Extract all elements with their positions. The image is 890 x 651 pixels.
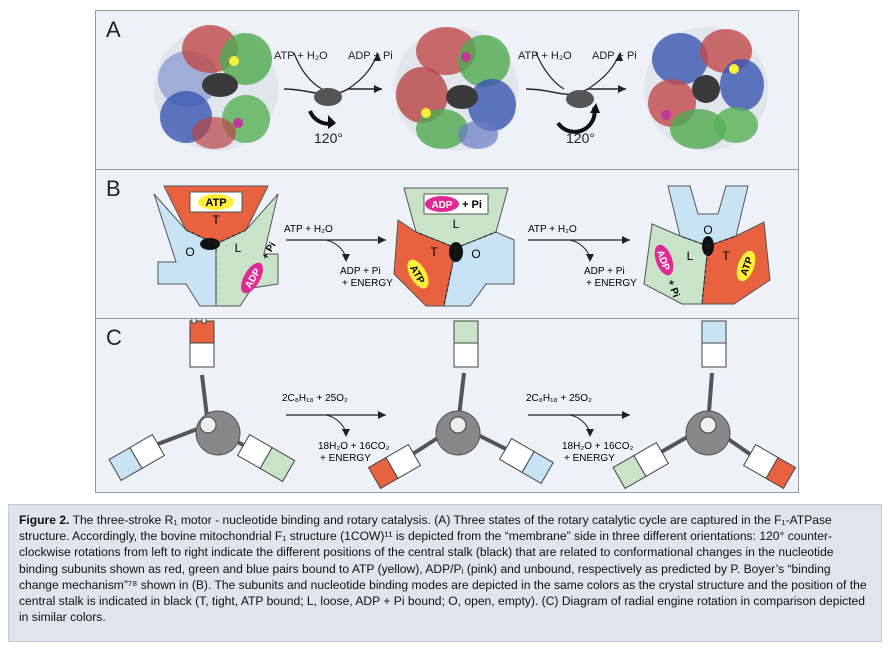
protein-structure-1 <box>154 25 278 151</box>
panel-a-graphic: ATP + H₂O ADP + Pi 120° <box>154 25 768 151</box>
protein-structure-3 <box>644 27 768 151</box>
reaction-arrow-2 <box>525 52 626 134</box>
panel-label-b: B <box>106 176 121 201</box>
b1-atp-label: ATP <box>205 197 226 209</box>
caption-text: The three-stroke R₁ motor - nucleotide b… <box>19 513 867 625</box>
b-reaction1-bottom1: ADP + Pi <box>340 266 381 277</box>
b-reaction2-top: ATP + H₂O <box>528 224 577 235</box>
binding-change-state-1: ATP T O L ADP + Pi <box>153 185 279 307</box>
b-reaction1-bottom2: + ENERGY <box>342 278 393 289</box>
b2-t-label: T <box>430 245 438 259</box>
a-reaction1-angle: 120° <box>314 130 343 146</box>
c-reaction1-bottom1: 18H₂O + 16CO₂ <box>318 441 390 452</box>
b-reaction-arrow-2 <box>528 236 630 262</box>
c-reaction2-bottom2: + ENERGY <box>564 453 615 464</box>
panel-label-a: A <box>106 17 121 42</box>
panel-c-graphic: 2C₈H₁₈ + 25O₂ 18H₂O + 16CO₂ + ENERGY <box>108 314 797 490</box>
a-reaction1-left: ATP + H₂O <box>274 50 328 62</box>
radial-engine-1 <box>108 314 296 483</box>
b2-pi-label: + Pi <box>462 199 482 211</box>
c-reaction1-bottom2: + ENERGY <box>320 453 371 464</box>
stalk-icon-2 <box>566 90 594 108</box>
c-reaction-arrow-2 <box>528 411 630 437</box>
binding-change-state-2: ADP + Pi L T O ATP <box>393 187 515 307</box>
b-reaction-arrow-1 <box>286 236 386 262</box>
panel-label-c: C <box>106 325 122 350</box>
b2-l-label: L <box>453 217 460 231</box>
reaction-arrow-1 <box>283 52 382 129</box>
radial-engine-3 <box>612 320 797 490</box>
b-reaction2-bottom2: + ENERGY <box>586 278 637 289</box>
b1-t-label: T <box>212 213 220 227</box>
a-reaction2-right: ADP + Pi <box>592 50 637 62</box>
b3-t-label: T <box>722 249 730 263</box>
a-reaction1-right: ADP + Pi <box>348 50 393 62</box>
b3-o-label: O <box>703 223 712 237</box>
b2-adp-label: ADP <box>431 200 452 211</box>
c-reaction1-top: 2C₈H₁₈ + 25O₂ <box>282 393 348 404</box>
stalk-icon-1 <box>314 88 342 106</box>
panel-c: C <box>96 314 798 492</box>
binding-change-state-3: O L T ADP + Pi ATP <box>643 185 771 305</box>
radial-engine-2 <box>367 320 554 490</box>
b-reaction2-bottom1: ADP + Pi <box>584 266 625 277</box>
b-reaction1-top: ATP + H₂O <box>284 224 333 235</box>
a-reaction2-angle: 120° <box>566 130 595 146</box>
panel-a: A <box>96 11 798 170</box>
protein-structure-2 <box>394 27 518 151</box>
figure-caption: Figure 2. The three-stroke R₁ motor - nu… <box>8 504 882 642</box>
c-reaction2-top: 2C₈H₁₈ + 25O₂ <box>526 393 592 404</box>
b1-l-label: L <box>235 241 242 255</box>
c-reaction-arrow-1 <box>286 411 386 437</box>
b2-o-label: O <box>471 247 480 261</box>
c-reaction2-bottom1: 18H₂O + 16CO₂ <box>562 441 634 452</box>
b1-o-label: O <box>185 245 194 259</box>
caption-title: Figure 2. <box>19 513 70 527</box>
panel-b: B ATP T O L ADP + Pi <box>96 170 798 319</box>
panel-b-graphic: ATP T O L ADP + Pi AT <box>153 185 771 307</box>
b3-l-label: L <box>687 249 694 263</box>
figure: A <box>95 10 799 493</box>
a-reaction2-left: ATP + H₂O <box>518 50 572 62</box>
